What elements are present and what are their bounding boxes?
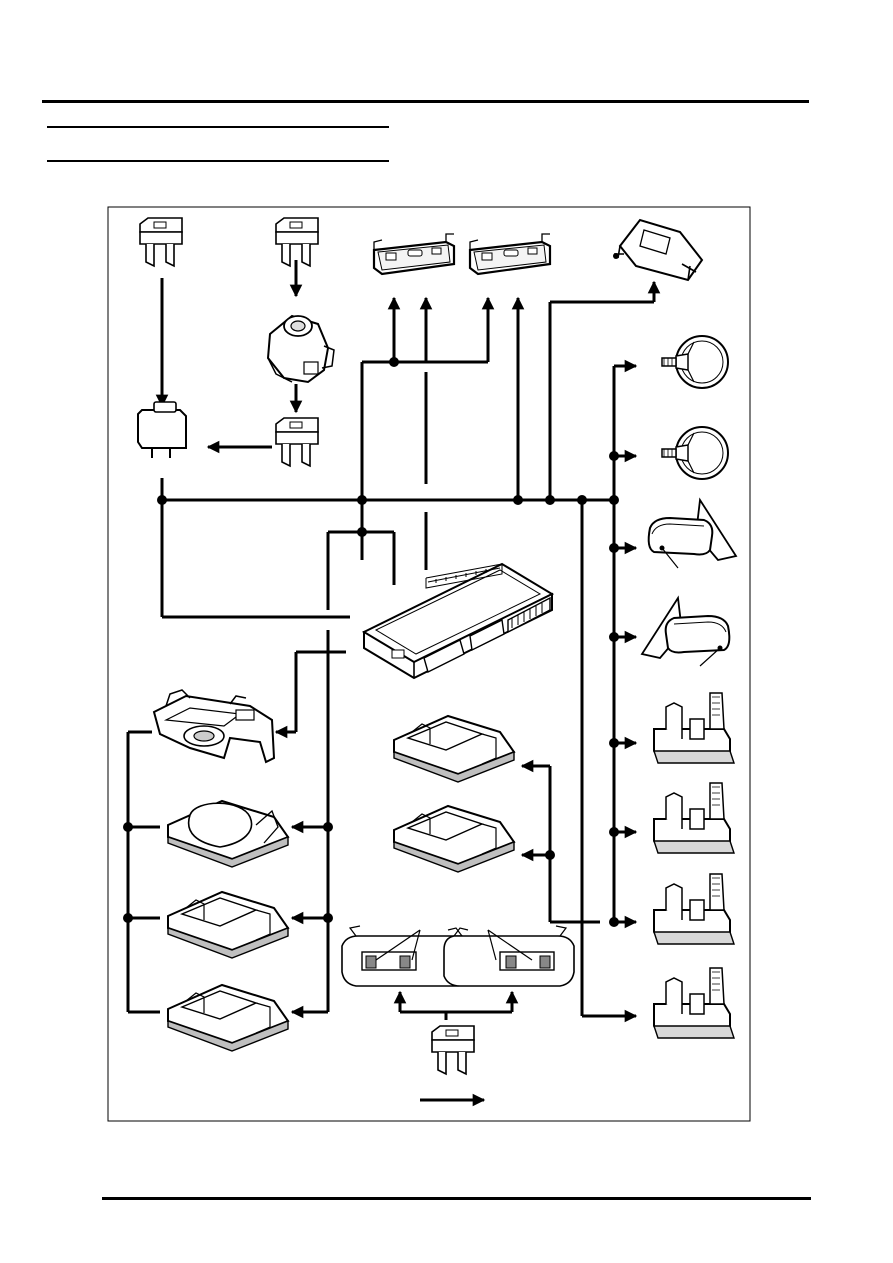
door-mirror-icon — [647, 497, 738, 569]
relay-icon — [137, 401, 187, 458]
step-lamp-icon — [653, 782, 735, 854]
step-lamp-icon — [653, 873, 735, 945]
step-lamp-icon — [653, 692, 735, 764]
header-rule-short-2 — [47, 160, 389, 162]
fuse-icon — [275, 417, 319, 467]
courtesy-lamp-icon — [167, 984, 289, 1052]
control-module-icon — [361, 562, 555, 680]
courtesy-lamp-icon — [393, 715, 515, 783]
interior-lamp-icon — [468, 232, 552, 276]
fuse-icon — [275, 217, 319, 267]
header-rule-short-1 — [47, 126, 389, 128]
vanity-pointers — [375, 929, 533, 961]
step-lamp-icon — [653, 967, 735, 1039]
courtesy-lamp-icon — [393, 805, 515, 873]
vanity-mirror-icon — [443, 925, 575, 987]
junction-dots — [123, 357, 619, 927]
courtesy-lamp-icon — [167, 800, 289, 868]
latch-icon — [152, 689, 276, 764]
fuse-icon — [139, 217, 183, 267]
puddle-lamp-icon — [661, 335, 729, 389]
courtesy-lamp-icon — [167, 891, 289, 959]
footer-rule — [102, 1197, 811, 1200]
door-mirror-icon — [640, 595, 731, 667]
fuse-icon — [431, 1025, 475, 1075]
puddle-lamp-icon — [661, 426, 729, 480]
diagram-frame — [107, 206, 751, 1122]
header-rule-main — [42, 100, 809, 103]
map-lamp-icon — [613, 218, 704, 282]
ignition-switch-icon — [266, 314, 335, 384]
interior-lamp-icon — [372, 232, 456, 276]
